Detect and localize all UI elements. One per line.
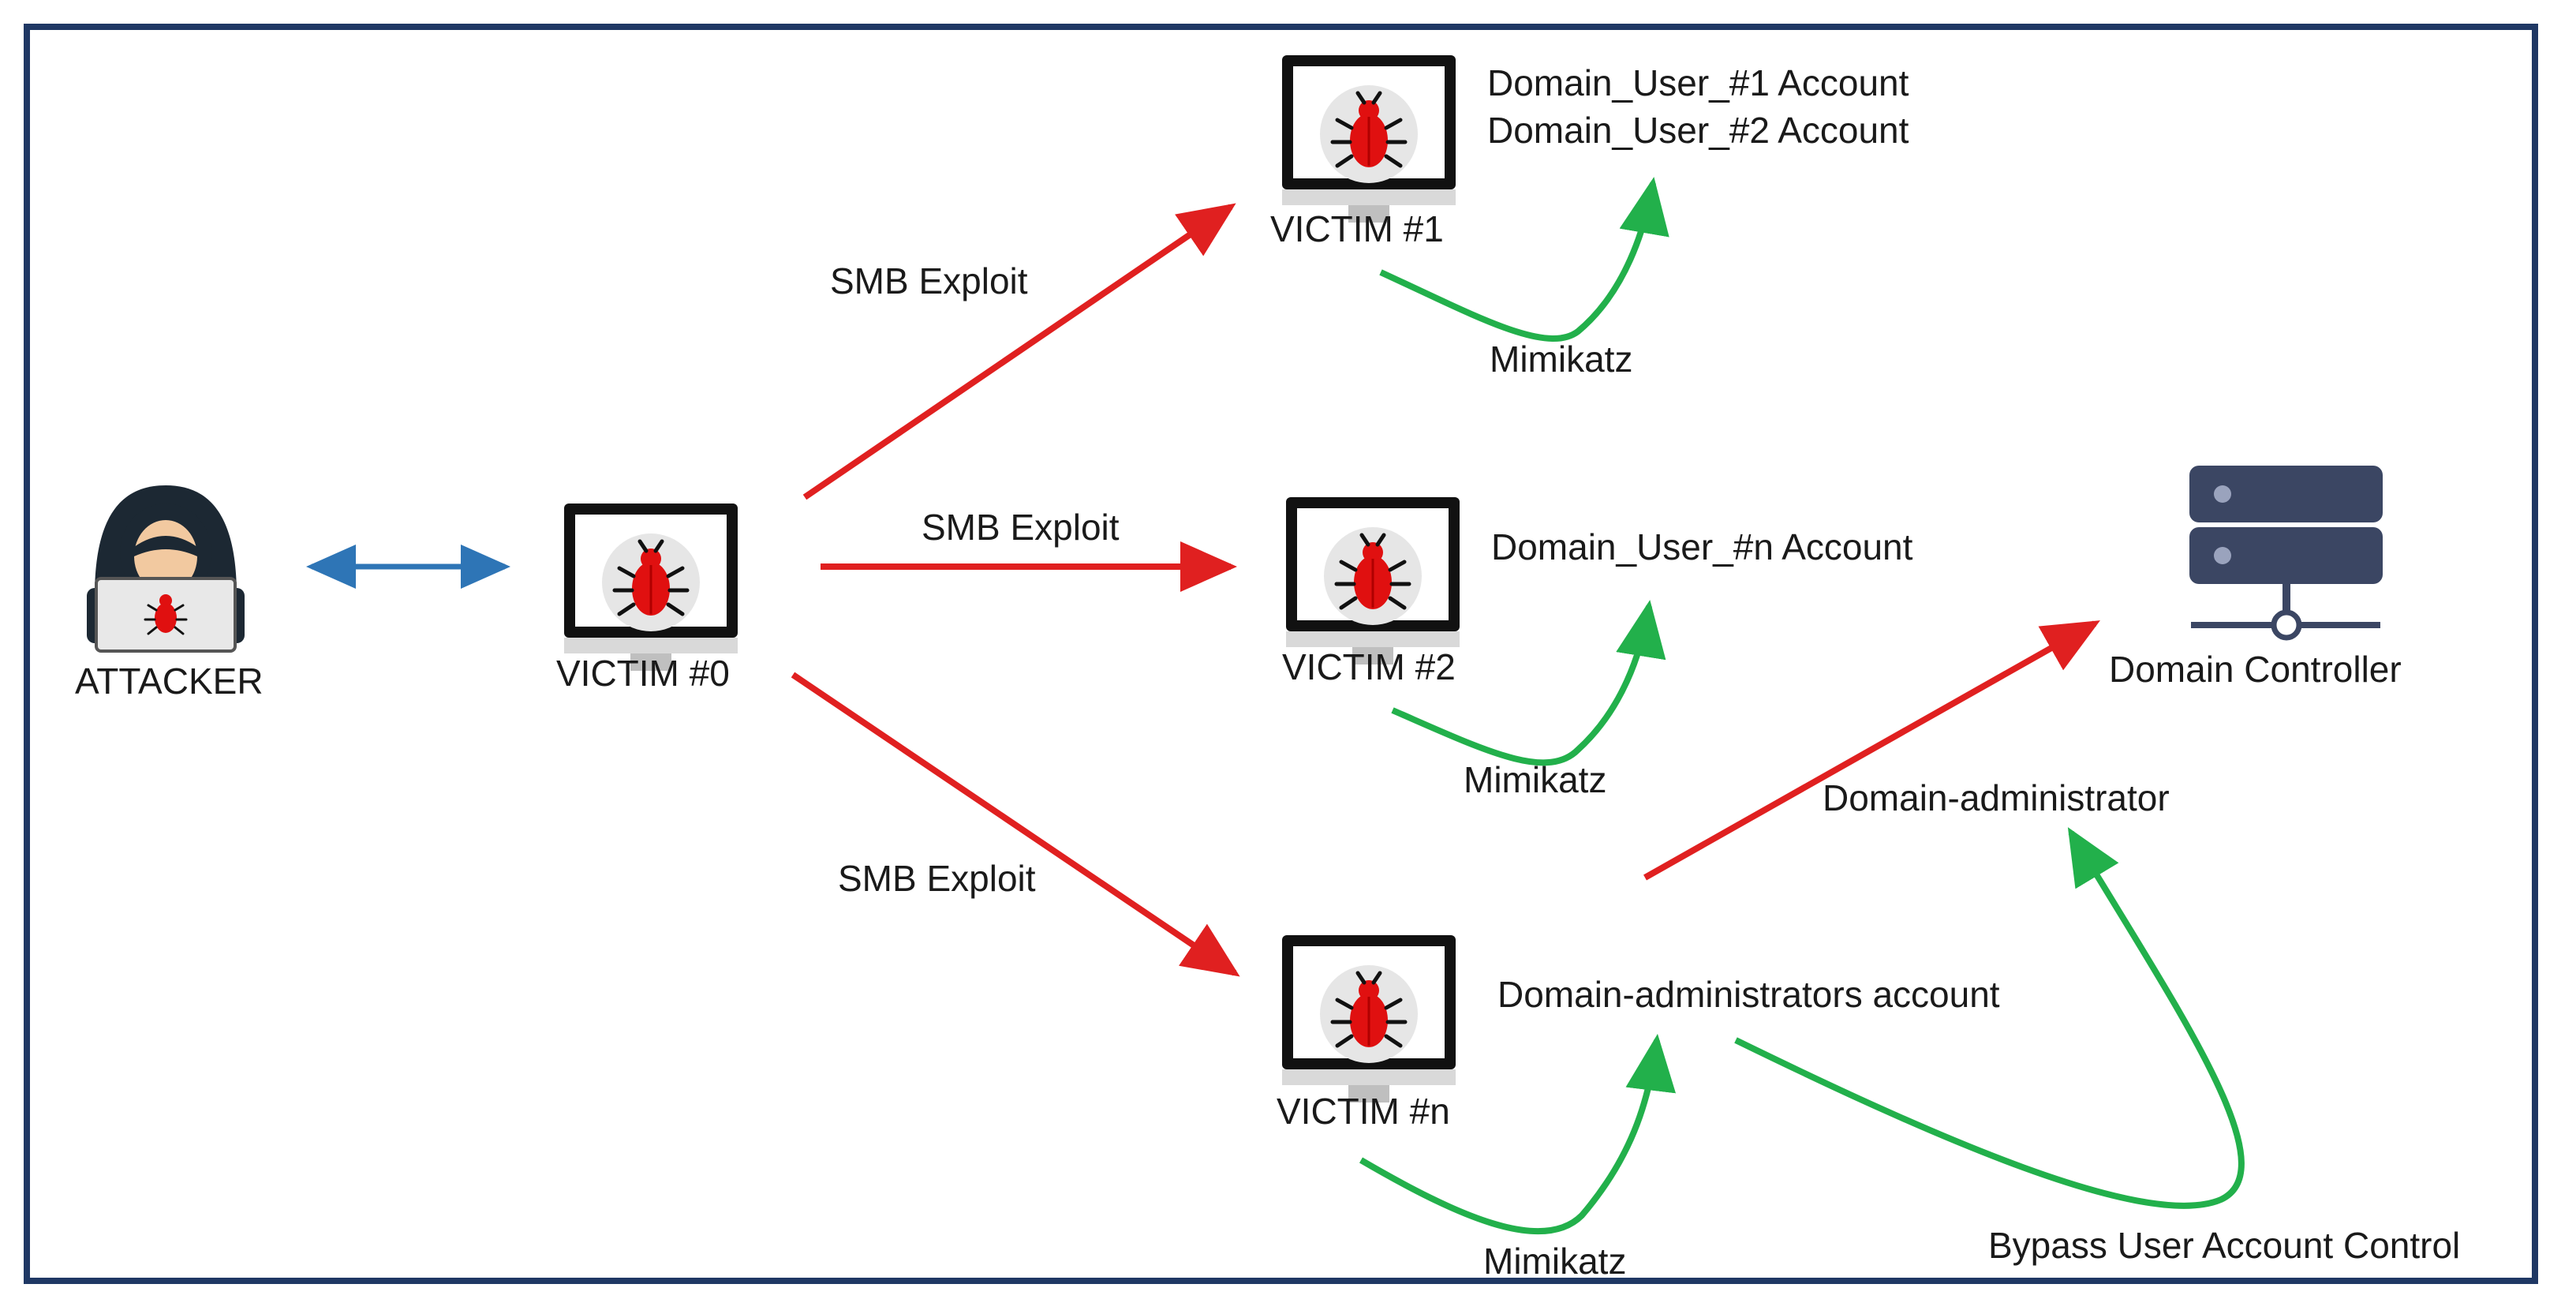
victim1-monitor-icon — [1282, 55, 1456, 223]
domain-administrator-label: Domain-administrator — [1823, 777, 2170, 818]
attacker-icon — [87, 485, 245, 653]
bypass-uac-arrow — [1734, 827, 2245, 1209]
attacker-label: ATTACKER — [75, 661, 264, 702]
diagram-frame — [24, 24, 2538, 1284]
victim0-label: VICTIM #0 — [556, 653, 730, 694]
smb-exploit-arrow-1 — [802, 203, 1236, 500]
mimikatz-arrow-2 — [1391, 600, 1666, 766]
victim1-account-line1: Domain_User_#1 Account — [1487, 62, 1909, 103]
victim1-label: VICTIM #1 — [1270, 208, 1444, 249]
smb-exploit-label-2: SMB Exploit — [922, 507, 1120, 548]
victimn-label: VICTIM #n — [1277, 1091, 1450, 1132]
victim2-monitor-icon — [1286, 497, 1460, 664]
smb-exploit-label-3: SMB Exploit — [838, 858, 1036, 899]
mimikatz-label-2: Mimikatz — [1464, 759, 1607, 800]
mimikatz-arrow-3 — [1359, 1034, 1677, 1235]
victimn-monitor-icon — [1282, 935, 1456, 1102]
bypass-uac-label: Bypass User Account Control — [1988, 1225, 2461, 1266]
mimikatz-arrow-1 — [1379, 177, 1669, 342]
victim2-label: VICTIM #2 — [1282, 646, 1456, 687]
smb-exploit-arrow-3 — [791, 672, 1240, 977]
victim0-monitor-icon — [564, 504, 738, 671]
server-icon — [2189, 466, 2383, 641]
victim2-account: Domain_User_#n Account — [1491, 526, 1913, 567]
mimikatz-label-3: Mimikatz — [1483, 1241, 1627, 1282]
victimn-account: Domain-administrators account — [1497, 974, 2000, 1015]
victim1-account-line2: Domain_User_#2 Account — [1487, 110, 1909, 151]
smb-exploit-label-1: SMB Exploit — [830, 260, 1028, 301]
domain-controller-label: Domain Controller — [2109, 649, 2402, 690]
mimikatz-label-1: Mimikatz — [1490, 339, 1633, 380]
domain-admin-arrow — [1643, 620, 2100, 881]
